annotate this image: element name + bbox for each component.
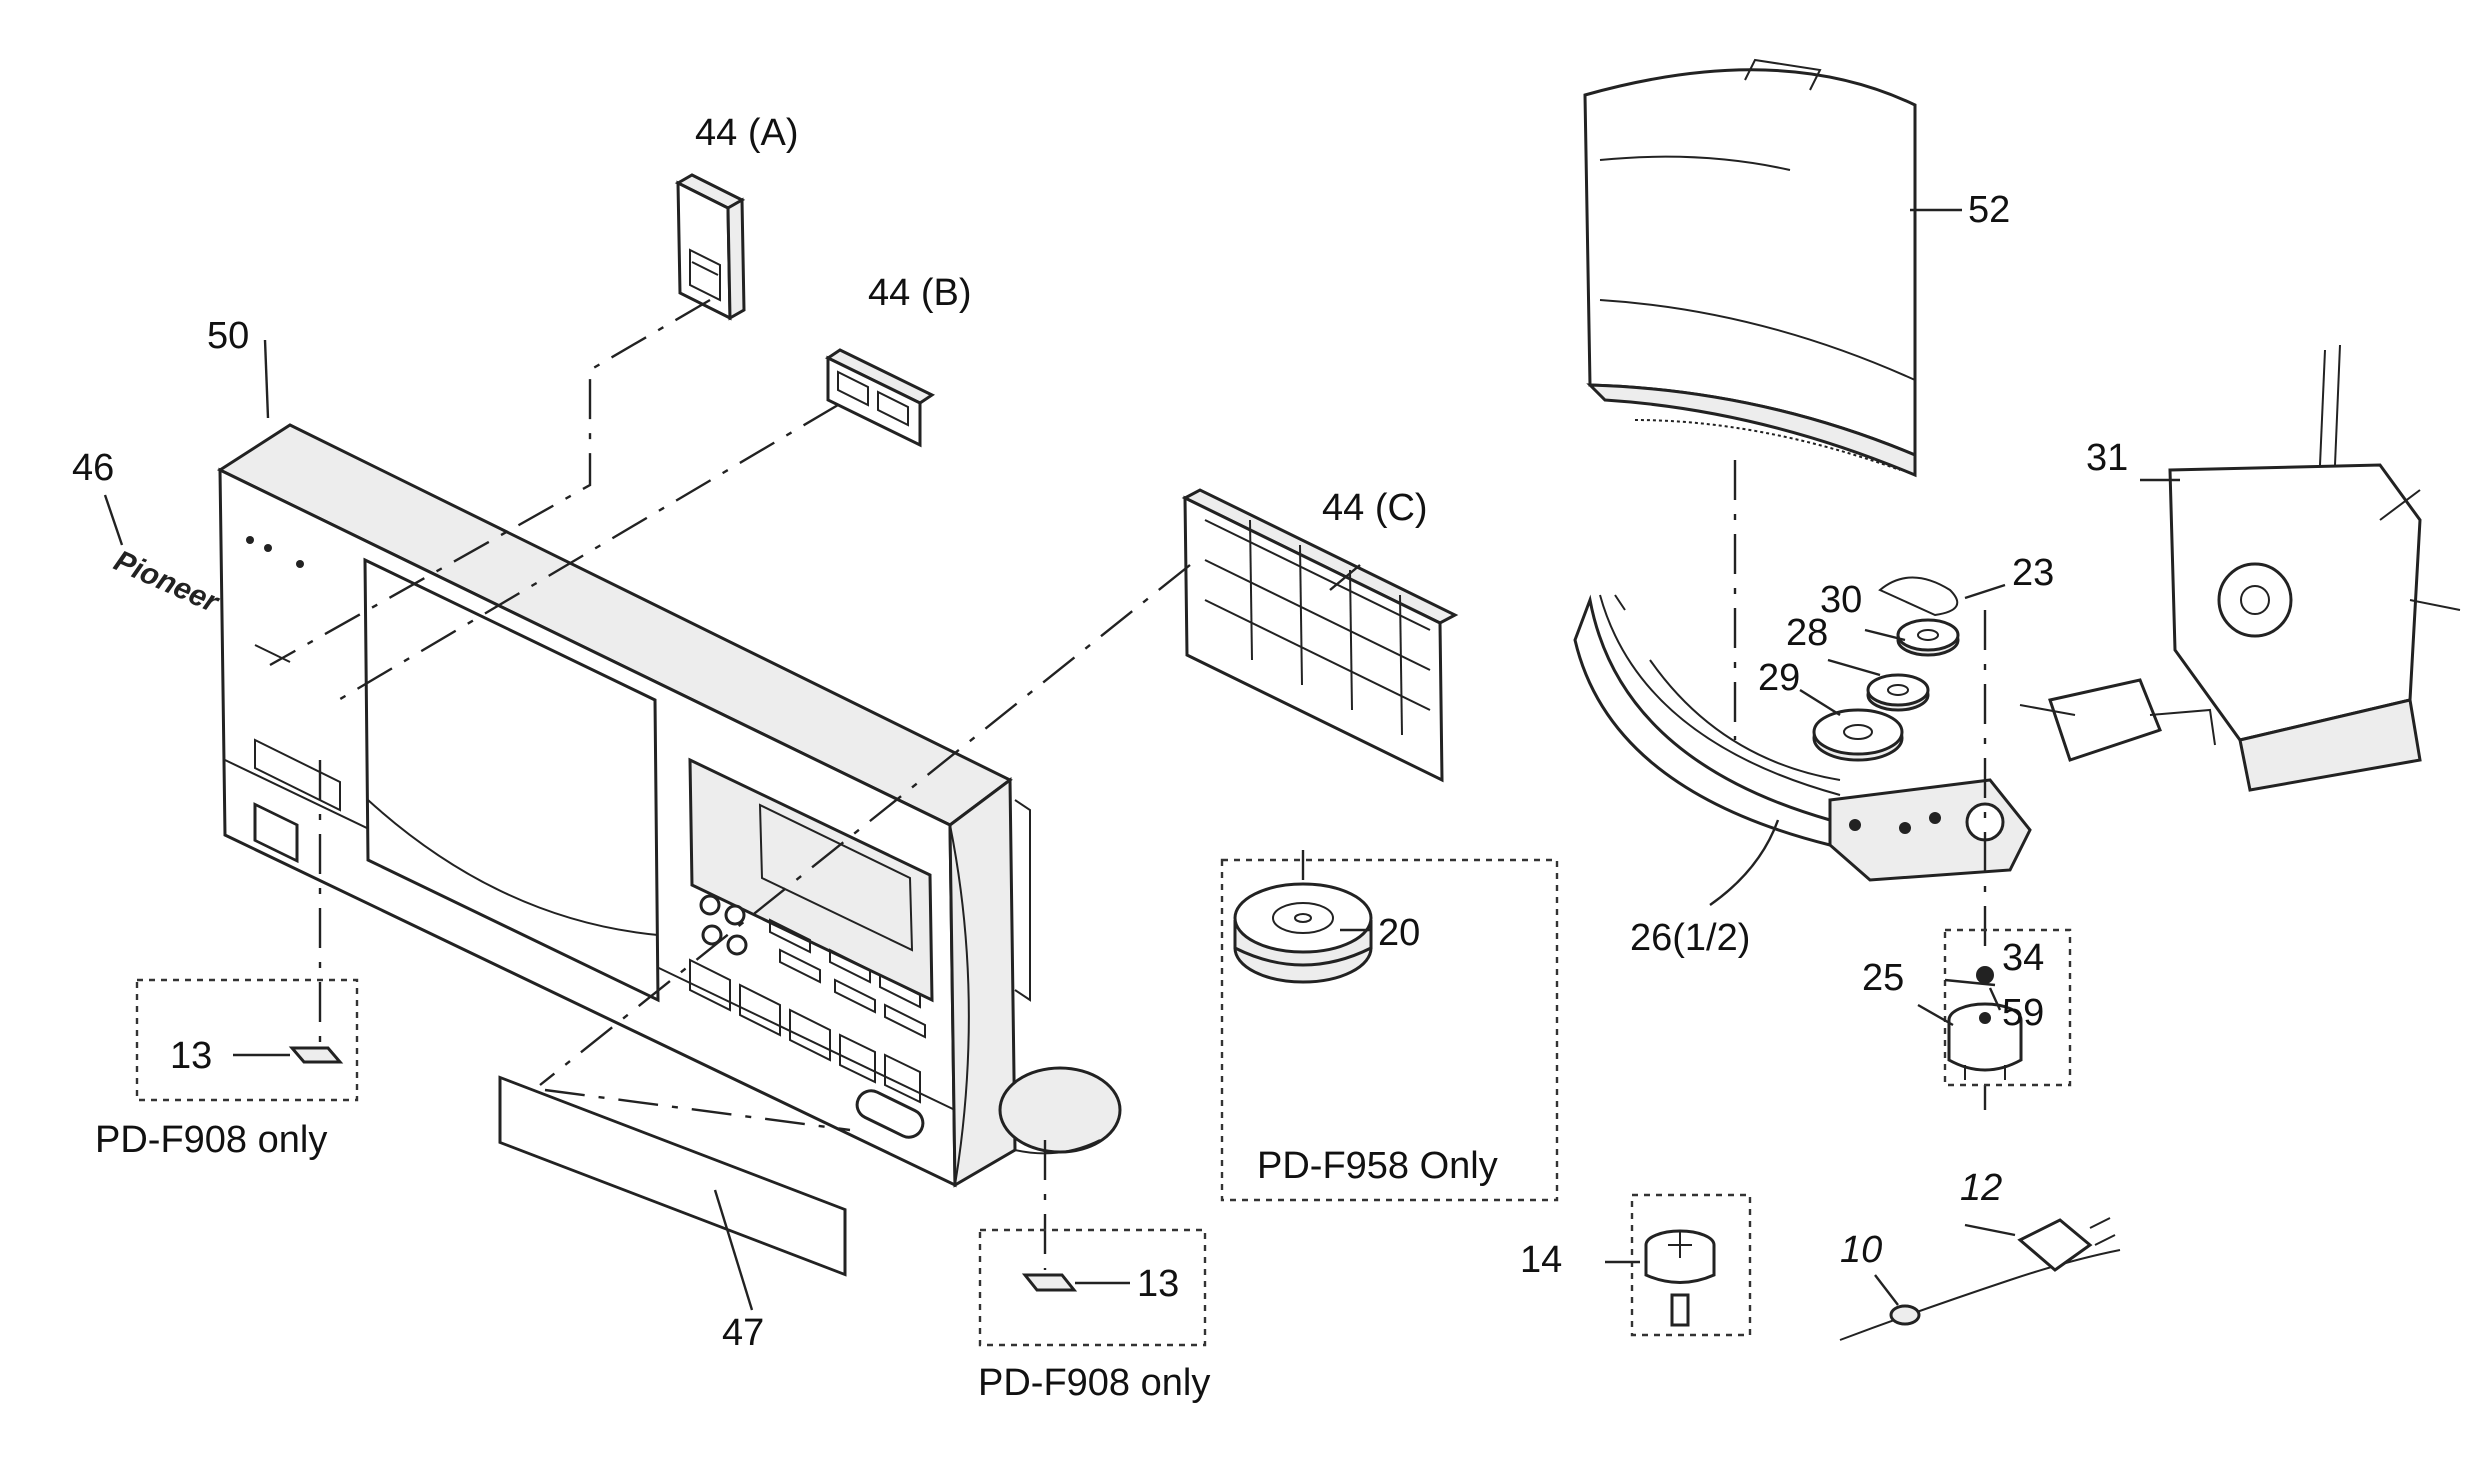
alignment-lines (269, 298, 1987, 1270)
callout-13-right: 13 (1137, 1263, 1179, 1305)
callout-23: 23 (2012, 552, 2054, 594)
option-box-foot (1630, 1193, 1752, 1337)
callout-20: 20 (1378, 912, 1420, 954)
gear-part-29 (1812, 708, 1904, 762)
foot-part-14 (1644, 1229, 1716, 1327)
callout-26: 26(1/2) (1630, 917, 1750, 959)
callout-31: 31 (2086, 437, 2128, 479)
tray-base-part-26 (1573, 594, 2032, 882)
variant-notes: PD-F908 only PD-F908 only PD-F958 Only (95, 1119, 1498, 1404)
label-sheet-part-47 (498, 1075, 847, 1277)
callout-29: 29 (1758, 657, 1800, 699)
power-cord-part-10-12 (1839, 1217, 2121, 1341)
callout-50: 50 (207, 315, 249, 357)
disc-tray-cover-part-52 (1583, 58, 1917, 478)
callout-10: 10 (1840, 1229, 1882, 1271)
callout-labels: 44 (A) 44 (B) 44 (C) 50 46 52 31 23 30 2… (72, 112, 2128, 1354)
leader-lines (103, 208, 2180, 1311)
option-box-center (1220, 858, 1559, 1202)
button-part-44b (824, 348, 936, 448)
callout-34: 34 (2002, 937, 2044, 979)
front-panel-part-50 (216, 423, 1122, 1188)
option-box-left (135, 978, 359, 1102)
motor-part-25 (1947, 1002, 2023, 1080)
callout-28: 28 (1786, 612, 1828, 654)
callout-14: 14 (1520, 1239, 1562, 1281)
callout-59: 59 (2002, 992, 2044, 1034)
callout-52: 52 (1968, 189, 2010, 231)
turntable-part-20 (1233, 882, 1373, 984)
callout-12: 12 (1960, 1167, 2002, 1209)
callout-44c: 44 (C) (1322, 487, 1428, 529)
brand-logo-part-46: Pioneer (109, 544, 225, 620)
note-left-box: PD-F908 only (95, 1119, 327, 1161)
callout-13-left: 13 (170, 1035, 212, 1077)
callout-30: 30 (1820, 579, 1862, 621)
callout-44a: 44 (A) (695, 112, 798, 154)
callout-25: 25 (1862, 957, 1904, 999)
option-box-right (978, 1228, 1207, 1347)
callout-47: 47 (722, 1312, 764, 1354)
callout-46: 46 (72, 447, 114, 489)
mechanism-part-31 (2019, 344, 2461, 792)
foot-pad-part-13-left (288, 1046, 344, 1064)
foot-pad-part-13-right (1021, 1273, 1078, 1292)
callout-44b: 44 (B) (868, 272, 971, 314)
note-center-box: PD-F958 Only (1257, 1145, 1498, 1187)
left-button (253, 802, 299, 864)
button-part-44a (674, 173, 746, 321)
pulley-part-34 (1976, 966, 1994, 984)
note-right-box: PD-F908 only (978, 1362, 1210, 1404)
gear-part-28 (1866, 673, 1930, 712)
belt-part-23 (1878, 576, 1959, 617)
button-frame-part-44c (1181, 488, 1459, 783)
brand-logo-text: Pioneer (109, 544, 225, 620)
gear-part-30 (1896, 618, 1960, 657)
option-box-motor (1943, 928, 2072, 1087)
